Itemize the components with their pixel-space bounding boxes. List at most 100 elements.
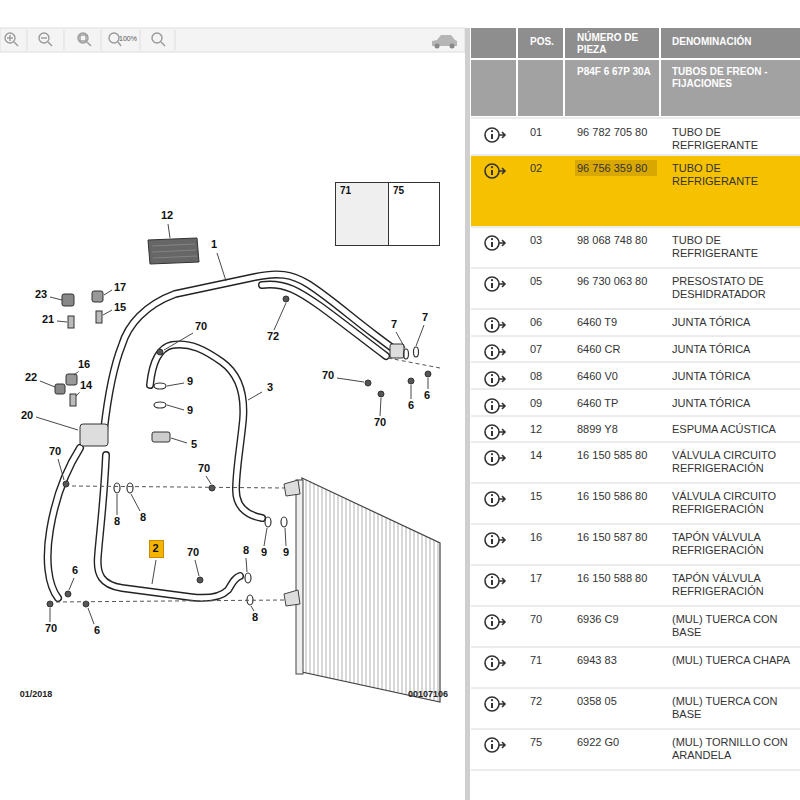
leader-line xyxy=(104,290,112,295)
toolbar xyxy=(64,30,65,50)
refrigerant-hose xyxy=(48,274,395,598)
assembly-line xyxy=(56,600,284,602)
position-cell: 02 xyxy=(530,162,542,175)
table-grid xyxy=(471,336,800,337)
condenser xyxy=(284,480,300,496)
callout-number: 1 xyxy=(210,238,218,251)
callout-number: 15 xyxy=(113,301,127,314)
part-number-cell: 98 068 748 80 xyxy=(577,234,647,247)
car-icon xyxy=(435,44,440,49)
table-grid xyxy=(518,60,563,116)
fittings xyxy=(197,577,203,583)
toolbar xyxy=(14,42,18,46)
fittings xyxy=(154,383,166,389)
fittings xyxy=(245,573,251,583)
callout-number: 70 xyxy=(321,369,335,382)
acoustic-foam xyxy=(148,238,199,264)
callout-number: 72 xyxy=(266,330,280,343)
table-grid xyxy=(471,309,800,310)
toolbar xyxy=(0,28,465,52)
table-header: POS. xyxy=(530,36,554,48)
refrigerant-hose xyxy=(48,448,80,598)
part-number-cell: 6460 CR xyxy=(577,343,620,356)
callout-number: 71 xyxy=(340,185,351,197)
drawing-date: 01/2018 xyxy=(20,689,53,700)
callout-number: 2 xyxy=(153,542,159,555)
info-icon xyxy=(485,345,505,359)
acoustic-foam xyxy=(153,256,197,258)
position-cell: 70 xyxy=(530,613,542,626)
leader-line xyxy=(164,333,193,350)
fittings xyxy=(154,402,166,408)
toolbar xyxy=(39,33,49,43)
toolbar xyxy=(78,33,88,43)
info-icon xyxy=(485,738,505,752)
table-grid xyxy=(471,770,800,771)
table-grid xyxy=(471,606,800,607)
position-cell: 16 xyxy=(530,531,542,544)
leader-line xyxy=(40,381,55,387)
callout-number: 6 xyxy=(423,389,431,402)
info-icon xyxy=(485,697,505,711)
part-number-cell: 16 150 588 80 xyxy=(577,572,647,585)
condenser xyxy=(296,480,303,674)
leader-line xyxy=(251,606,254,611)
refrigerant-hose xyxy=(150,344,262,518)
position-cell: 15 xyxy=(530,490,542,503)
leader-line xyxy=(58,459,64,480)
callout-number: 75 xyxy=(393,185,404,197)
table-header: NÚMERO DE PIEZA xyxy=(577,32,657,56)
fittings xyxy=(70,394,76,406)
leader-line xyxy=(380,398,381,416)
leader-line xyxy=(167,405,184,410)
callout-number: 7 xyxy=(421,311,429,324)
leader-line xyxy=(152,560,156,584)
callout-number: 16 xyxy=(77,358,91,371)
description-cell: VÁLVULA CIRCUITO REFRIGERACIÓN xyxy=(672,449,798,475)
fittings xyxy=(47,291,431,607)
fittings xyxy=(68,316,74,328)
fittings xyxy=(365,380,371,386)
position-cell: 71 xyxy=(530,654,542,667)
info-icon xyxy=(485,128,505,142)
part-number-cell: 16 150 586 80 xyxy=(577,490,647,503)
leader-line xyxy=(131,494,140,511)
info-icon xyxy=(485,492,505,506)
callout-number: 7 xyxy=(390,318,398,331)
callout-number: 8 xyxy=(139,511,147,524)
info-icon xyxy=(485,164,505,178)
info-icon xyxy=(485,277,505,291)
toolbar xyxy=(101,30,102,50)
fittings xyxy=(55,384,65,394)
callout-number: 14 xyxy=(79,379,93,392)
acoustic-foam xyxy=(148,238,199,264)
table-grid xyxy=(471,416,800,417)
acoustic-foam xyxy=(152,244,197,258)
inset-cell: 75 xyxy=(388,182,440,246)
table-grid xyxy=(471,647,800,648)
leader-line xyxy=(217,253,226,281)
toolbar xyxy=(80,35,86,41)
part-number-cell: 6460 T9 xyxy=(577,316,617,329)
leader-line xyxy=(168,224,170,238)
callout-number: 9 xyxy=(186,375,194,388)
table-grid xyxy=(471,483,800,484)
refrigerant-hose xyxy=(104,274,395,430)
leader-line xyxy=(246,558,247,572)
position-cell: 07 xyxy=(530,343,542,356)
selection-mark xyxy=(575,160,657,176)
position-cell: 12 xyxy=(530,423,542,436)
part-number-cell: 8899 Y8 xyxy=(577,423,618,436)
assembly-line xyxy=(56,358,440,602)
zoom-level-text: 100% xyxy=(119,35,137,43)
acoustic-foam xyxy=(152,244,195,246)
callout-number: 70 xyxy=(197,462,211,475)
callout-number: 8 xyxy=(242,544,250,557)
part-number-cell: 6460 V0 xyxy=(577,370,618,383)
table-grid xyxy=(471,118,800,119)
fittings xyxy=(92,291,103,302)
refrigerant-hose xyxy=(104,274,395,430)
acoustic-foam xyxy=(152,250,196,252)
table-grid xyxy=(565,60,659,116)
